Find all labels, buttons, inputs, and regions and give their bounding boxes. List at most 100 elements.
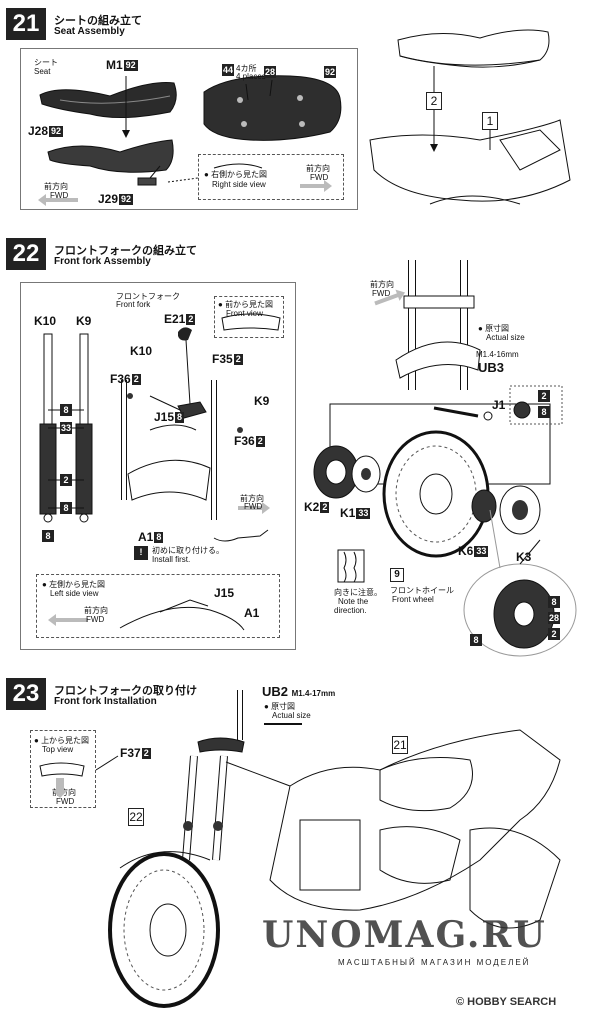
k3-color-2: 2 (548, 628, 560, 640)
fwd-en-23: FWD (56, 797, 75, 806)
direction-note-jp: 向きに注意。 (334, 588, 382, 597)
color-28-badge: 28 (264, 66, 276, 78)
right-side-view-en: Right side view (212, 180, 266, 189)
hobby-search-credit: © HOBBY SEARCH (456, 996, 557, 1008)
fwd-en-21a: FWD (50, 191, 69, 200)
actual-size-en-23: Actual size (272, 711, 311, 720)
install-first-icon: ! (134, 546, 148, 560)
part-ub3: UB3 (478, 360, 505, 375)
right-side-view-box (198, 154, 344, 200)
fwd-en-22b: FWD (86, 615, 105, 624)
part-j15-side: J15 (214, 586, 235, 600)
step-number-21: 21 (6, 8, 46, 40)
top-view-jp: ● 上から見た図 (34, 736, 90, 745)
ref-step-2: 2 (426, 92, 442, 110)
k3-color-8b: 8 (470, 634, 482, 646)
k3-color-28: 28 (548, 612, 560, 624)
ref-step-21: 21 (392, 736, 408, 754)
left-side-view-box (36, 574, 280, 638)
ref-wheel-9: 9 (390, 568, 404, 582)
front-wheel-jp: フロントホイール (390, 586, 454, 595)
screw-size-ub3: M1.4-16mm (476, 350, 519, 359)
fwd-jp-22a: 前方向 (240, 494, 264, 503)
part-k9-assembly: K9 (254, 394, 270, 408)
part-k3: K3 (516, 550, 532, 564)
step-23-title-en: Front fork Installation (54, 696, 157, 707)
top-view-en: Top view (42, 745, 74, 754)
k-color-8c: 8 (42, 530, 54, 542)
k3-color-8a: 8 (548, 596, 560, 608)
actual-size-jp-23: ● 原寸図 (264, 702, 296, 711)
top-view-box (30, 730, 96, 808)
front-wheel-en: Front wheel (392, 595, 434, 604)
front-view-en: Front view (226, 309, 263, 318)
left-side-view-jp: ● 左側から見た図 (42, 580, 106, 589)
color-92-badge: 92 (324, 66, 336, 78)
k-color-8b: 8 (60, 502, 72, 514)
fwd-jp-21a: 前方向 (44, 182, 68, 191)
direction-note-en2: direction. (334, 606, 367, 615)
front-fork-en: Front fork (116, 300, 151, 309)
watermark-subtitle: МАСШТАБНЫЙ МАГАЗИН МОДЕЛЕЙ (338, 958, 531, 967)
k-color-33: 33 (60, 422, 72, 434)
step-number-23: 23 (6, 678, 46, 710)
j1-color-2: 2 (538, 390, 550, 402)
ref-step-22: 22 (128, 808, 144, 826)
front-view-jp: ● 前から見た図 (218, 300, 274, 309)
step-21-title-jp: シートの組み立て (54, 15, 142, 27)
step-22-title-en: Front fork Assembly (54, 256, 151, 267)
right-side-view-jp: ● 右側から見た図 (204, 170, 268, 179)
part-ub2: UB2 M1.4-17mm (262, 684, 336, 699)
actual-size-en-22: Actual size (486, 333, 525, 342)
install-first-en: Install first. (152, 555, 191, 564)
seat-assembly-panel (20, 48, 358, 210)
places-en: 4 places (236, 72, 266, 81)
install-first-jp: 初めに取り付ける。 (152, 546, 224, 555)
part-a1-side: A1 (244, 606, 260, 620)
front-fork-jp: フロントフォーク (116, 292, 180, 301)
places-jp: 4カ所 (236, 64, 257, 73)
part-j1: J1 (492, 398, 506, 412)
ref-step-1: 1 (482, 112, 498, 130)
step-number-22: 22 (6, 238, 46, 270)
direction-note-en1: Note the (338, 597, 369, 606)
fwd-en-22c: FWD (372, 289, 391, 298)
front-fork-assembly-panel (20, 282, 296, 650)
watermark-logo: UNOMAG.RU (262, 914, 547, 956)
actual-size-jp-22: ● 原寸図 (478, 324, 510, 333)
k-color-2: 2 (60, 474, 72, 486)
k-color-8a: 8 (60, 404, 72, 416)
j1-color-8: 8 (538, 406, 550, 418)
count-44-badge: 44 (222, 64, 234, 76)
fwd-jp-22c: 前方向 (370, 280, 394, 289)
fwd-jp-21b: 前方向 (306, 164, 330, 173)
front-view-box (214, 296, 284, 338)
part-k10: K10 (34, 314, 57, 328)
fwd-en-21b: FWD (310, 173, 329, 182)
part-k10-assembly: K10 (130, 344, 153, 358)
step-23-title-jp: フロントフォークの取り付け (54, 685, 197, 697)
step-21-title-en: Seat Assembly (54, 26, 125, 37)
left-side-view-en: Left side view (50, 589, 99, 598)
seat-label-jp: シート (34, 58, 58, 67)
part-k9: K9 (76, 314, 92, 328)
seat-label-en: Seat (34, 67, 51, 76)
fwd-jp-22b: 前方向 (84, 606, 108, 615)
fwd-en-22a: FWD (244, 502, 263, 511)
